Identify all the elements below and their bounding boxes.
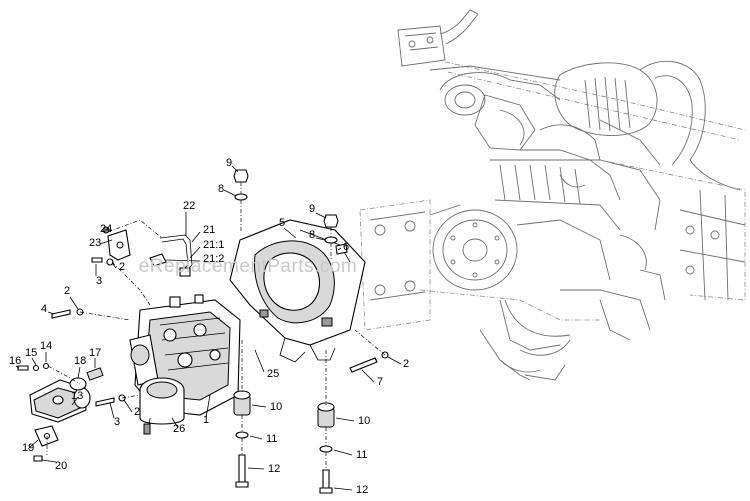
callout-c2a: 2	[119, 261, 125, 273]
hydraulic-pump	[129, 294, 241, 435]
callout-c11a: 11	[266, 433, 277, 445]
callout-c23: 23	[89, 237, 101, 249]
gear-pump	[29, 367, 104, 423]
callout-c9a: 9	[226, 157, 232, 169]
callout-c1: 1	[203, 414, 209, 426]
callout-c5: 5	[279, 217, 285, 229]
callout-c13: 13	[71, 390, 83, 402]
callout-c2d: 2	[134, 406, 140, 418]
callout-c3b: 3	[114, 416, 120, 428]
callout-c10b: 10	[358, 415, 370, 427]
callout-c19: 19	[22, 442, 34, 454]
callout-c8a: 8	[218, 183, 224, 195]
callout-c211: 21:1	[203, 239, 224, 251]
callout-c11b: 11	[356, 449, 367, 461]
callout-c22: 22	[183, 200, 195, 212]
hose-assembly	[149, 234, 193, 277]
callout-c18: 18	[74, 355, 86, 367]
callout-c12a: 12	[268, 463, 280, 475]
watermark: eReplacementParts.com	[139, 256, 358, 277]
callout-c9b: 9	[309, 203, 315, 215]
callout-c212: 21:2	[203, 253, 224, 265]
bracket-23	[102, 226, 131, 261]
callout-c26: 26	[173, 423, 185, 435]
callout-c3a: 3	[96, 275, 102, 287]
callout-c7: 7	[377, 376, 383, 388]
callout-c6: 6	[343, 241, 349, 253]
engine-frame-background	[359, 9, 746, 381]
callout-c4: 4	[41, 303, 47, 315]
callout-c10a: 10	[270, 401, 282, 413]
callout-c21: 21	[203, 224, 215, 236]
callout-c8b: 8	[309, 229, 315, 241]
callout-c14: 14	[40, 340, 52, 352]
callout-c17: 17	[89, 347, 101, 359]
callout-c25: 25	[267, 368, 279, 380]
callout-c20: 20	[55, 460, 67, 472]
flange-plate	[229, 219, 366, 363]
callout-c12b: 12	[356, 484, 368, 496]
callout-c24: 24	[100, 223, 112, 235]
callout-c15: 15	[25, 347, 37, 359]
callout-c2c: 2	[403, 358, 409, 370]
callout-c16: 16	[9, 355, 21, 367]
hardware	[17, 169, 389, 494]
callout-c2b: 2	[64, 285, 70, 297]
leader-lines	[15, 165, 402, 491]
